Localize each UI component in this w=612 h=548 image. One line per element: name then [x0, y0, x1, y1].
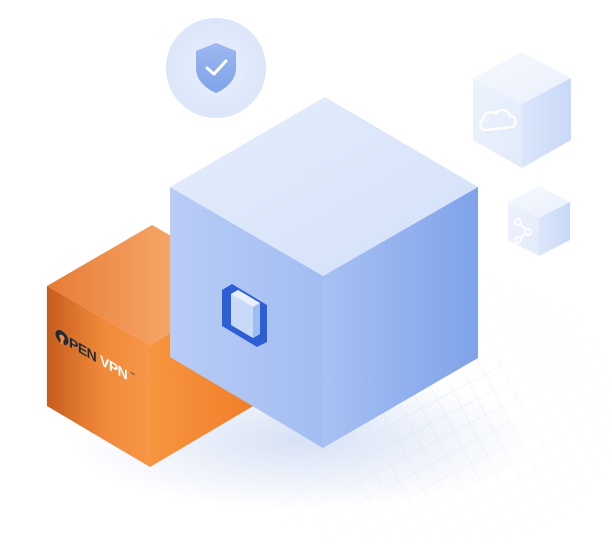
shield-badge: [166, 18, 266, 118]
main-cube: [170, 97, 478, 448]
cloud-icon: [479, 109, 517, 132]
cloud-cube: [473, 52, 571, 168]
shield-check-icon: [196, 43, 236, 93]
network-cube: [508, 186, 570, 256]
cube-logo-icon: [222, 284, 267, 347]
network-nodes-icon: [514, 218, 532, 244]
logo-trademark: ™: [130, 371, 135, 379]
